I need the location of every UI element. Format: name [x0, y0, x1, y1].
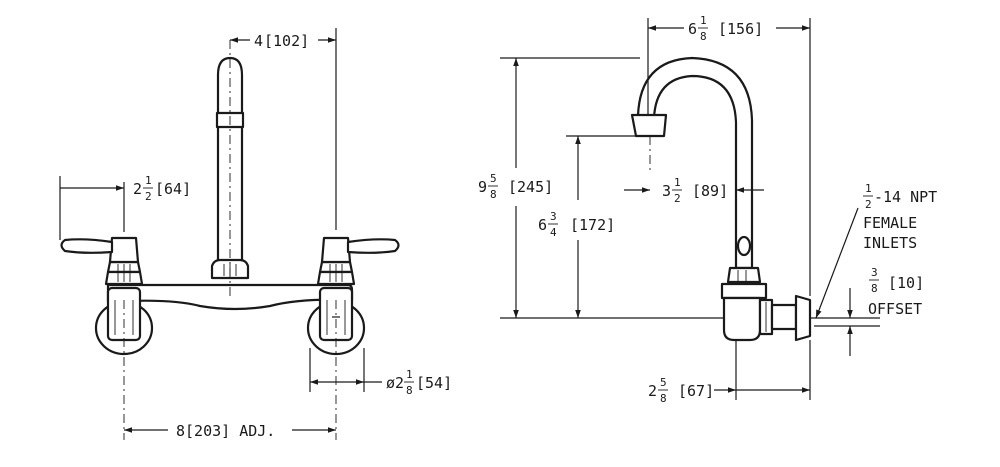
- svg-text:1: 1: [145, 174, 152, 187]
- dim-spout-reach: 6 1 8 [156]: [688, 14, 763, 43]
- svg-text:4: 4: [550, 226, 557, 239]
- front-body: [106, 283, 354, 311]
- svg-text:2: 2: [674, 192, 681, 205]
- svg-text:6: 6: [538, 216, 547, 234]
- svg-text:9: 9: [478, 178, 487, 196]
- svg-text:4: 4: [254, 32, 263, 50]
- dim-spout-offset: 3 1 2 [89]: [662, 176, 728, 205]
- svg-text:[102]: [102]: [264, 32, 309, 50]
- side-body: [720, 266, 812, 342]
- svg-text:[245]: [245]: [508, 178, 553, 196]
- svg-text:2: 2: [648, 382, 657, 400]
- svg-text:1: 1: [865, 182, 872, 195]
- svg-text:[89]: [89]: [692, 182, 728, 200]
- svg-text:1: 1: [674, 176, 681, 189]
- svg-text:INLETS: INLETS: [863, 234, 917, 252]
- dim-inlet-centers: 8[203] ADJ.: [176, 422, 275, 440]
- svg-text:2: 2: [865, 198, 872, 211]
- svg-text:[156]: [156]: [718, 20, 763, 38]
- svg-text:1: 1: [406, 368, 413, 381]
- svg-text:3: 3: [550, 210, 557, 223]
- svg-text:2: 2: [145, 190, 152, 203]
- svg-text:[172]: [172]: [570, 216, 615, 234]
- side-view: 6 1 8 [156] 9 5 8 [245] 6 3 4 [172]: [478, 14, 937, 405]
- svg-text:3: 3: [662, 182, 671, 200]
- dim-overall-height: 9 5 8 [245]: [478, 172, 553, 201]
- svg-text:2: 2: [133, 180, 142, 198]
- left-handle: [60, 236, 144, 286]
- svg-text:8: 8: [660, 392, 667, 405]
- svg-text:ø2: ø2: [386, 374, 404, 392]
- dim-flange-diameter: ø2 1 8 [54]: [386, 368, 452, 397]
- side-spout: [630, 56, 754, 270]
- right-handle: [316, 236, 400, 286]
- dim-spout-height: 6 3 4 [172]: [538, 210, 615, 239]
- svg-text:8: 8: [490, 188, 497, 201]
- dim-body-depth: 2 5 8 [67]: [648, 376, 714, 405]
- inlet-label: 1 2 -14 NPT FEMALE INLETS: [815, 182, 937, 319]
- svg-text:8: 8: [700, 30, 707, 43]
- svg-text:8: 8: [406, 384, 413, 397]
- svg-text:5: 5: [490, 172, 497, 185]
- svg-text:FEMALE: FEMALE: [863, 214, 917, 232]
- svg-text:5: 5: [660, 376, 667, 389]
- svg-text:6: 6: [688, 20, 697, 38]
- svg-text:[67]: [67]: [678, 382, 714, 400]
- svg-text:[10]: [10]: [888, 274, 924, 292]
- dim-handle-offset: 2 1 2 [64]: [133, 174, 191, 203]
- dim-spout-centers: 4 [102]: [254, 32, 309, 50]
- svg-text:8: 8: [871, 282, 878, 295]
- svg-text:3: 3: [871, 266, 878, 279]
- svg-text:[54]: [54]: [416, 374, 452, 392]
- svg-text:1: 1: [700, 14, 707, 27]
- svg-text:-14 NPT: -14 NPT: [874, 188, 937, 206]
- dim-offset: 3 8 [10] OFFSET: [868, 266, 924, 318]
- svg-text:[64]: [64]: [155, 180, 191, 198]
- svg-text:OFFSET: OFFSET: [868, 300, 922, 318]
- front-view: 4 [102] 2 1 2 [64] ø2 1 8 [54] 8[203] AD…: [59, 28, 452, 440]
